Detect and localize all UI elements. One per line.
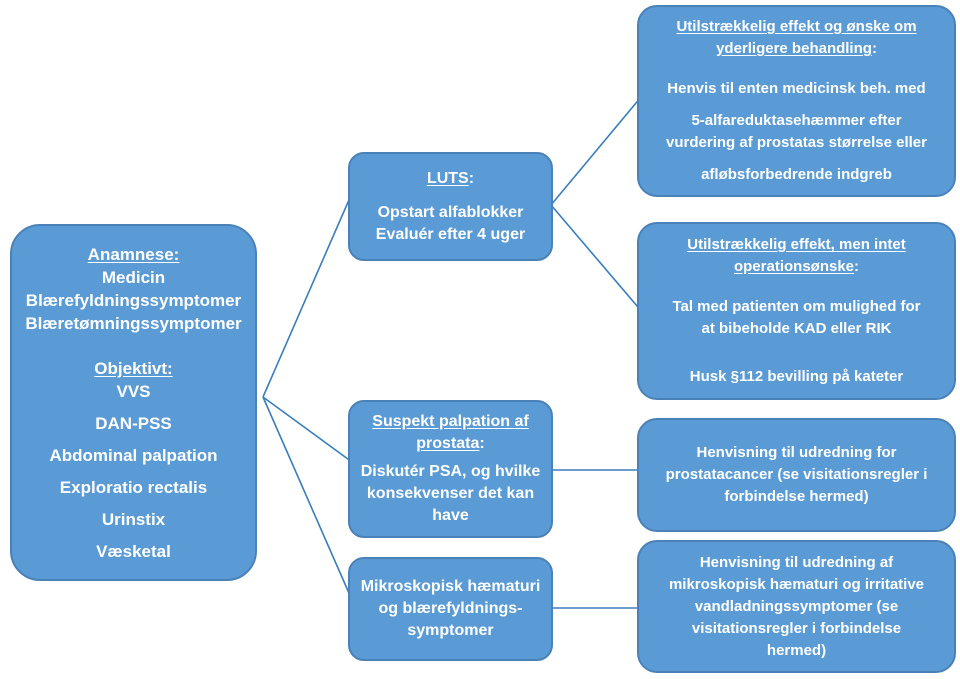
anamnese-item: Blæretømningssymptomer <box>25 313 242 333</box>
utilstraekkelig-effekt-intet-operationsoenske-box: Utilstrækkelig effekt, men intet operati… <box>637 222 956 400</box>
luts-box: LUTS: Opstart alfablokker Evaluér efter … <box>348 152 553 261</box>
right4-line: hermed) <box>766 641 827 659</box>
connector-left-to-luts <box>262 192 353 398</box>
right4-line: mikroskopisk hæmaturi og irritative <box>668 575 925 593</box>
anamnese-item: Medicin <box>101 267 166 287</box>
anamnese-heading: Anamnese: <box>87 244 180 264</box>
right4-line: vandladningssymptomer (se <box>694 597 899 615</box>
objektivt-item: Væsketal <box>96 541 171 561</box>
utilstraekkelig-effekt-behandling-box: Utilstrækkelig effekt og ønske om yderli… <box>637 5 956 197</box>
anamnese-objektivt-box: Anamnese: Medicin Blærefyldningssymptome… <box>10 224 257 581</box>
luts-heading-text: LUTS <box>426 169 469 187</box>
anamnese-item: Blærefyldningssymptomer <box>25 290 242 310</box>
palpation-heading-colon: : <box>479 435 485 452</box>
right1-heading: Utilstrækkelig effekt og ønske om yderli… <box>647 16 946 68</box>
palpation-heading-text: prostata <box>416 435 480 452</box>
right4-line: visitationsregler i forbindelse <box>691 619 902 637</box>
right1-paragraph: afløbsforbedrende indgreb <box>647 164 946 186</box>
right3-line: Henvisning til udredning for <box>696 444 897 461</box>
right2-heading-line: operationsønske: <box>647 256 946 278</box>
luts-heading-colon: : <box>468 169 475 187</box>
palpation-line: konsekvenser det kan <box>366 485 535 502</box>
right4-line: Henvisning til udredning af <box>699 553 894 571</box>
right2-line: at bibeholde KAD eller RIK <box>701 320 892 337</box>
right2-heading-colon: : <box>854 258 860 275</box>
right1-line: afløbsforbedrende indgreb <box>701 166 892 183</box>
palpation-line: Diskutér PSA, og hvilke <box>360 463 541 480</box>
connector-luts-to-right1 <box>550 96 642 206</box>
palpation-heading-line: Suspekt palpation af <box>358 411 543 433</box>
right2-heading-line: Utilstrækkelig effekt, men intet <box>647 234 946 256</box>
haematuri-line: symptomer <box>407 622 494 639</box>
suspekt-palpation-box: Suspekt palpation af prostata: Diskutér … <box>348 400 553 538</box>
luts-line: Evaluér efter 4 uger <box>375 225 526 243</box>
right3-line: prostatacancer (se visitationsregler i <box>665 466 928 483</box>
right2-husk-paragraph: Husk §112 bevilling på kateter <box>647 366 946 388</box>
right1-heading-text: Utilstrækkelig effekt og ønske om <box>676 18 917 35</box>
right2-heading: Utilstrækkelig effekt, men intet operati… <box>647 234 946 286</box>
right2-line: Tal med patienten om mulighed for <box>672 298 921 315</box>
henvisning-prostatacancer-box: Henvisning til udredning for prostatacan… <box>637 418 956 532</box>
connector-left-to-haematuri <box>262 396 353 601</box>
objektivt-item: Urinstix <box>101 509 166 529</box>
right1-paragraph: Henvis til enten medicinsk beh. med <box>647 78 946 100</box>
mikroskopisk-haematuri-box: Mikroskopisk hæmaturi og blærefyldnings-… <box>348 557 553 661</box>
haematuri-line: Mikroskopisk hæmaturi <box>360 578 541 595</box>
objektivt-item: DAN-PSS <box>95 413 172 433</box>
objektivt-item: VVS <box>116 381 151 401</box>
palpation-heading-text: Suspekt palpation af <box>372 413 529 430</box>
right1-line: 5-alfareduktasehæmmer efter <box>691 112 902 129</box>
right1-heading-line: yderligere behandling: <box>647 38 946 60</box>
luts-line: Opstart alfablokker <box>377 203 524 221</box>
luts-heading: LUTS: <box>358 168 543 190</box>
palpation-line: have <box>432 507 469 524</box>
connector-luts-to-right2 <box>550 204 644 314</box>
right1-line: Henvis til enten medicinsk beh. med <box>667 80 926 97</box>
right1-heading-text: yderligere behandling <box>716 40 872 57</box>
right2-paragraph: Tal med patienten om mulighed for at bib… <box>647 296 946 340</box>
connector-left-to-palpation <box>262 396 353 463</box>
right1-line: vurdering af prostatas størrelse eller <box>666 134 927 151</box>
objektivt-item: Exploratio rectalis <box>59 477 208 497</box>
spacer <box>20 335 247 357</box>
right3-line: forbindelse hermed) <box>724 488 869 505</box>
palpation-heading-line: prostata: <box>358 433 543 455</box>
henvisning-mikroskopisk-haematuri-box: Henvisning til udredning af mikroskopisk… <box>637 540 956 673</box>
right1-heading-colon: : <box>871 40 877 57</box>
haematuri-line: og blærefyldnings- <box>378 600 523 617</box>
objektivt-item: Abdominal palpation <box>49 445 218 465</box>
right2-heading-text: operationsønske <box>733 258 855 275</box>
right1-paragraph: 5-alfareduktasehæmmer efter vurdering af… <box>647 110 946 154</box>
right2-line: Husk §112 bevilling på kateter <box>689 368 904 385</box>
objektivt-heading: Objektivt: <box>94 358 173 378</box>
right1-heading-line: Utilstrækkelig effekt og ønske om <box>647 16 946 38</box>
right2-heading-text: Utilstrækkelig effekt, men intet <box>687 236 906 253</box>
